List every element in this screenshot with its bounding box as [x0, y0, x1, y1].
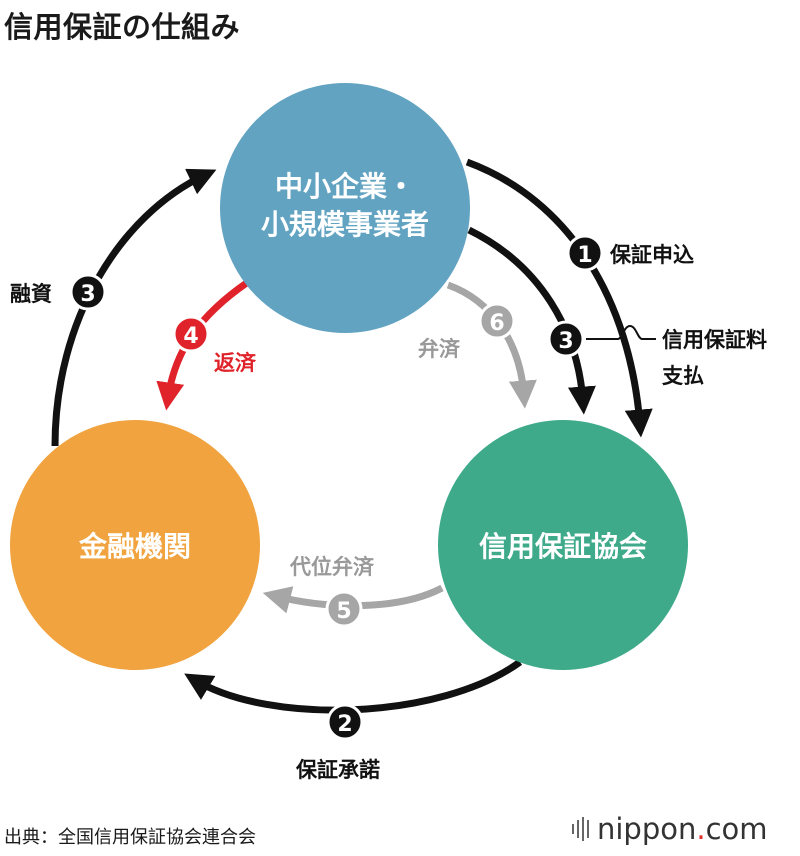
label-settlement: 弁済	[418, 337, 461, 361]
badge-1: 1	[566, 234, 604, 272]
label-approval: 保証承諾	[295, 758, 380, 782]
svg-text:4: 4	[183, 324, 198, 349]
source-note: 出典：全国信用保証協会連合会	[4, 827, 256, 848]
badge-3-loan: 3	[69, 273, 107, 311]
badge-5: 5	[325, 590, 363, 628]
svg-text:1: 1	[577, 243, 592, 268]
badge-4: 4	[172, 315, 210, 353]
nippon-logo: nippon.com	[572, 812, 768, 846]
sme-label-line2: 小規模事業者	[261, 208, 429, 241]
brand-tld: com	[705, 812, 768, 846]
badge-6: 6	[478, 302, 516, 340]
flow-arrow-guarantee-fee	[467, 226, 596, 415]
bank-node: 金融機関	[10, 420, 260, 670]
flow-arrow-approval	[184, 659, 523, 714]
guarantee-assoc-label: 信用保証協会	[479, 530, 647, 563]
svg-text:3: 3	[558, 329, 573, 354]
brand-name: nippon	[597, 812, 697, 846]
page-title: 信用保証の仕組み	[4, 10, 241, 44]
label-fee-line2: 支払	[662, 364, 704, 388]
label-repayment: 返済	[214, 351, 257, 375]
fee-label-connector	[586, 324, 656, 340]
label-fee-line1: 信用保証料	[662, 328, 767, 352]
logo-bars-icon	[572, 817, 589, 841]
guarantee-assoc-node: 信用保証協会	[438, 420, 688, 670]
label-loan: 融資	[10, 282, 52, 306]
flow-arrow-loan	[51, 168, 217, 447]
sme-label-line1: 中小企業・	[275, 170, 415, 203]
svg-text:5: 5	[336, 599, 351, 624]
badge-2: 2	[326, 703, 364, 741]
bank-label: 金融機関	[78, 530, 191, 563]
svg-text:3: 3	[80, 282, 95, 307]
svg-text:6: 6	[489, 311, 504, 336]
sme-node: 中小企業・ 小規模事業者	[220, 83, 470, 333]
badge-3-fee: 3	[547, 320, 585, 358]
label-subrogation: 代位弁済	[289, 555, 375, 579]
svg-text:2: 2	[337, 712, 352, 737]
flow-arrow-subrogation	[262, 584, 444, 614]
brand-dot: .	[696, 812, 706, 846]
flow-arrow-application	[465, 158, 653, 438]
label-application: 保証申込	[609, 243, 694, 267]
